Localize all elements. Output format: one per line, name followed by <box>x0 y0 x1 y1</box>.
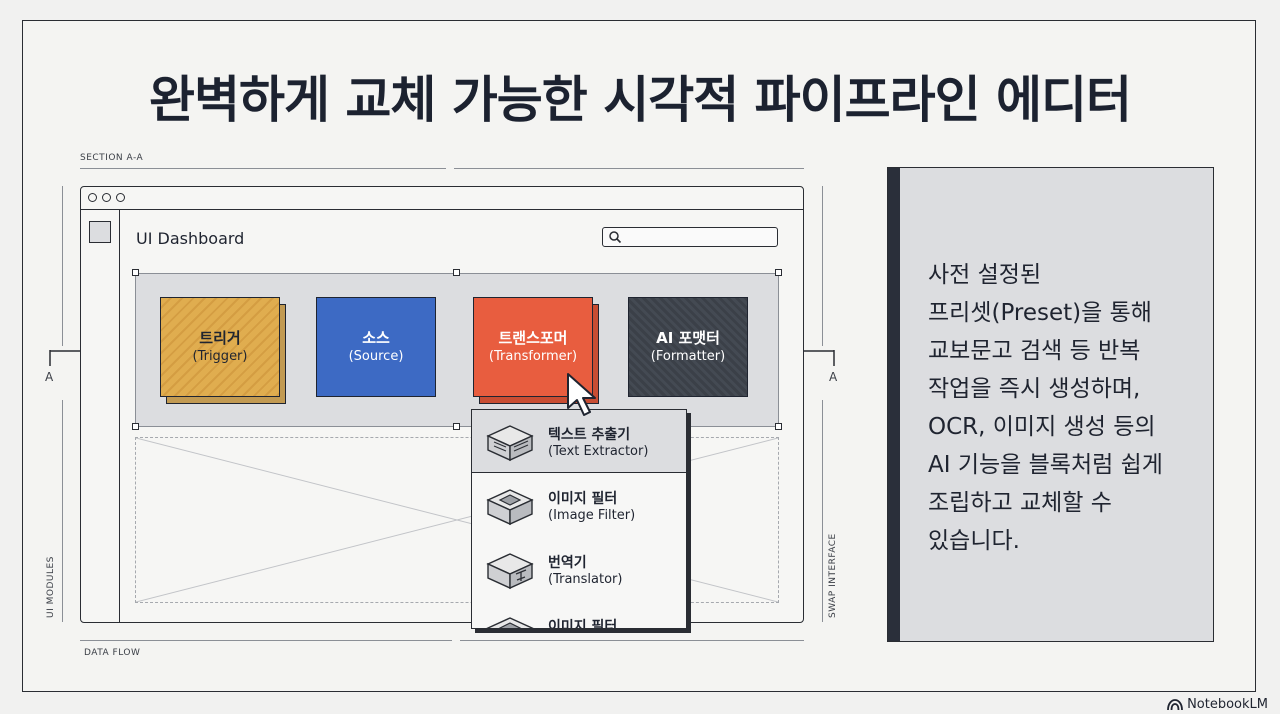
ui-modules-dimension-line <box>62 186 63 346</box>
swap-interface-dimension-line <box>822 186 823 346</box>
description-text: 사전 설정된 프리셋(Preset)을 통해 교보문고 검색 등 반복 작업을 … <box>928 262 1163 554</box>
dashboard-title: UI Dashboard <box>136 229 245 248</box>
node-transformer-subtitle: (Transformer) <box>488 349 578 364</box>
data-flow-dimension-line <box>80 640 452 641</box>
window-control-dot[interactable] <box>88 193 97 202</box>
resize-handle[interactable] <box>132 423 139 430</box>
dropdown-item-translator[interactable]: 번역기 (Translator) <box>472 538 686 600</box>
translator-icon <box>486 553 534 590</box>
resize-handle[interactable] <box>453 423 460 430</box>
resize-handle[interactable] <box>453 269 460 276</box>
dropdown-item-subtitle: (Text Extractor) <box>548 444 649 459</box>
notebooklm-logo-icon <box>1167 698 1183 710</box>
resize-handle[interactable] <box>132 269 139 276</box>
section-dimension-line <box>454 168 804 169</box>
description-panel-accent <box>888 168 900 641</box>
window-control-dot[interactable] <box>116 193 125 202</box>
resize-handle[interactable] <box>775 269 782 276</box>
node-formatter-subtitle: (Formatter) <box>650 349 726 364</box>
search-input[interactable] <box>602 227 778 247</box>
node-source-title: 소스 <box>362 329 390 347</box>
image-filter-icon <box>486 617 534 628</box>
node-trigger-subtitle: (Trigger) <box>192 349 248 364</box>
text-extractor-icon <box>486 425 534 462</box>
dropdown-item-image-filter-2[interactable]: 이미지 필터 <box>472 602 686 629</box>
section-dimension-line <box>80 168 446 169</box>
sidebar-square-icon[interactable] <box>89 221 111 243</box>
image-filter-icon <box>486 489 534 526</box>
dropdown-item-text-extractor[interactable]: 텍스트 추출기 (Text Extractor) <box>472 410 686 473</box>
search-icon <box>609 231 622 244</box>
node-trigger-title: 트리거 <box>199 329 241 347</box>
ui-modules-dimension-line <box>62 400 63 622</box>
resize-handle[interactable] <box>775 423 782 430</box>
node-transformer-title: 트랜스포머 <box>498 329 568 347</box>
dropdown-item-title: 텍스트 추출기 <box>548 427 631 443</box>
data-flow-dimension-line <box>460 640 804 641</box>
cursor-arrow-icon <box>567 373 596 416</box>
swap-interface-dimension-line <box>822 400 823 622</box>
anchor-label-left: A <box>45 370 54 384</box>
node-ai-formatter[interactable]: AI 포맷터 (Formatter) <box>628 297 748 397</box>
dropdown-item-subtitle: (Translator) <box>548 572 623 587</box>
dropdown-item-title: 이미지 필터 <box>548 619 618 629</box>
node-source-subtitle: (Source) <box>348 349 404 364</box>
node-trigger[interactable]: 트리거 (Trigger) <box>160 297 280 397</box>
node-formatter-title: AI 포맷터 <box>656 329 720 347</box>
node-source[interactable]: 소스 (Source) <box>316 297 436 397</box>
dropdown-item-title: 번역기 <box>548 555 587 571</box>
page-title: 완벽하게 교체 가능한 시각적 파이프라인 에디터 <box>148 71 1132 129</box>
window-titlebar <box>81 187 803 210</box>
data-flow-label: DATA FLOW <box>84 648 141 658</box>
brand-name: NotebookLM <box>1187 697 1268 712</box>
sidebar <box>81 209 120 622</box>
section-label: SECTION A-A <box>80 153 144 163</box>
dropdown-item-image-filter[interactable]: 이미지 필터 (Image Filter) <box>472 474 686 536</box>
description-panel: 사전 설정된 프리셋(Preset)을 통해 교보문고 검색 등 반복 작업을 … <box>887 167 1214 642</box>
brand-mark: NotebookLM <box>1167 697 1268 712</box>
dropdown-item-subtitle: (Image Filter) <box>548 508 636 523</box>
dropdown-item-title: 이미지 필터 <box>548 491 618 507</box>
module-swap-dropdown[interactable]: 텍스트 추출기 (Text Extractor) 이미지 필터 (Image F… <box>471 409 687 629</box>
window-control-dot[interactable] <box>102 193 111 202</box>
anchor-label-right: A <box>829 370 838 384</box>
